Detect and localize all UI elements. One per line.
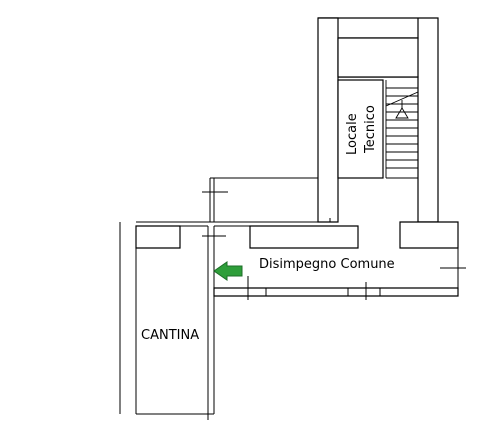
tower-top-block (337, 37, 419, 78)
corridor-walls (135, 177, 466, 420)
tower-left-wall (317, 17, 339, 223)
label-cantina: CANTINA (141, 328, 199, 343)
staircase (385, 80, 419, 179)
label-locale-tecnico-line1: Locale (345, 113, 360, 155)
cantina-walls (119, 222, 215, 415)
locale-tecnico-room (337, 79, 384, 179)
label-disimpegno-comune: Disimpegno Comune (259, 257, 395, 272)
corridor-top-wall-middle (180, 226, 208, 248)
corridor-top-wall-right (249, 225, 359, 249)
entrance-arrow-icon (213, 261, 243, 281)
stair-up-arrow-icon (395, 107, 409, 119)
corridor-right-block (399, 221, 459, 249)
corridor-bottom-wall (213, 287, 459, 297)
label-locale-tecnico-line2: Tecnico (363, 105, 378, 154)
upper-tower-walls (317, 17, 439, 223)
corridor-top-wall (135, 225, 181, 249)
